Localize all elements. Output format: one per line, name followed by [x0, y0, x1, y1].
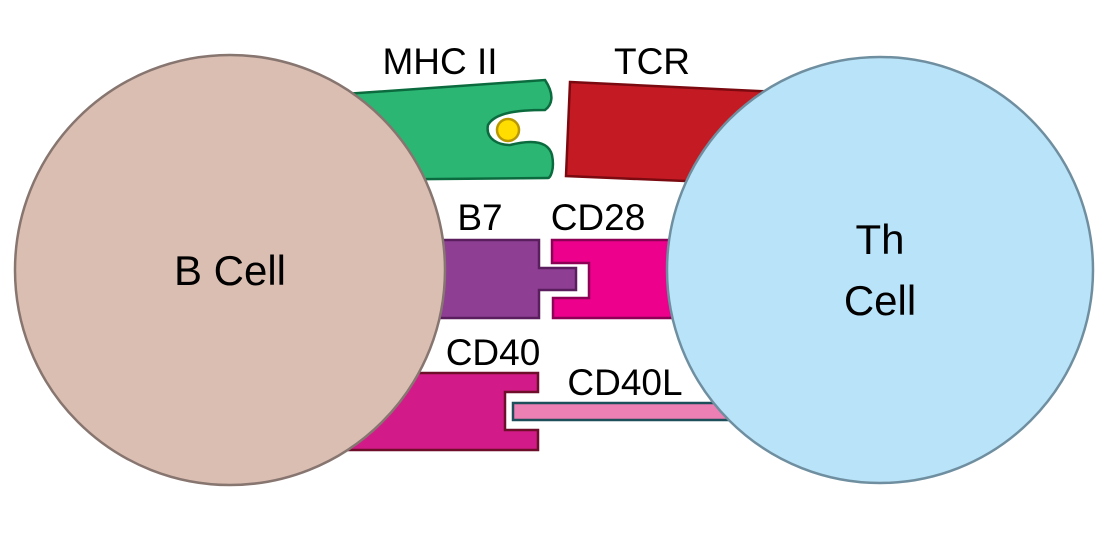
cd40-label: CD40 [446, 332, 541, 373]
th-cell-label-line2: Cell [844, 277, 916, 324]
cd40l-molecule [511, 401, 742, 422]
tcr-label: TCR [614, 41, 690, 82]
cd28-label: CD28 [551, 197, 646, 238]
antigen [495, 117, 521, 143]
cd40l-label: CD40L [567, 362, 682, 403]
b-cell [13, 53, 447, 487]
b-cell-label: B Cell [174, 247, 286, 294]
th-cell [665, 55, 1095, 485]
mhc2-label: MHC II [382, 41, 497, 82]
th-cell-label-line1: Th [855, 216, 904, 263]
b7-label: B7 [457, 197, 502, 238]
b7-molecule [418, 238, 578, 320]
